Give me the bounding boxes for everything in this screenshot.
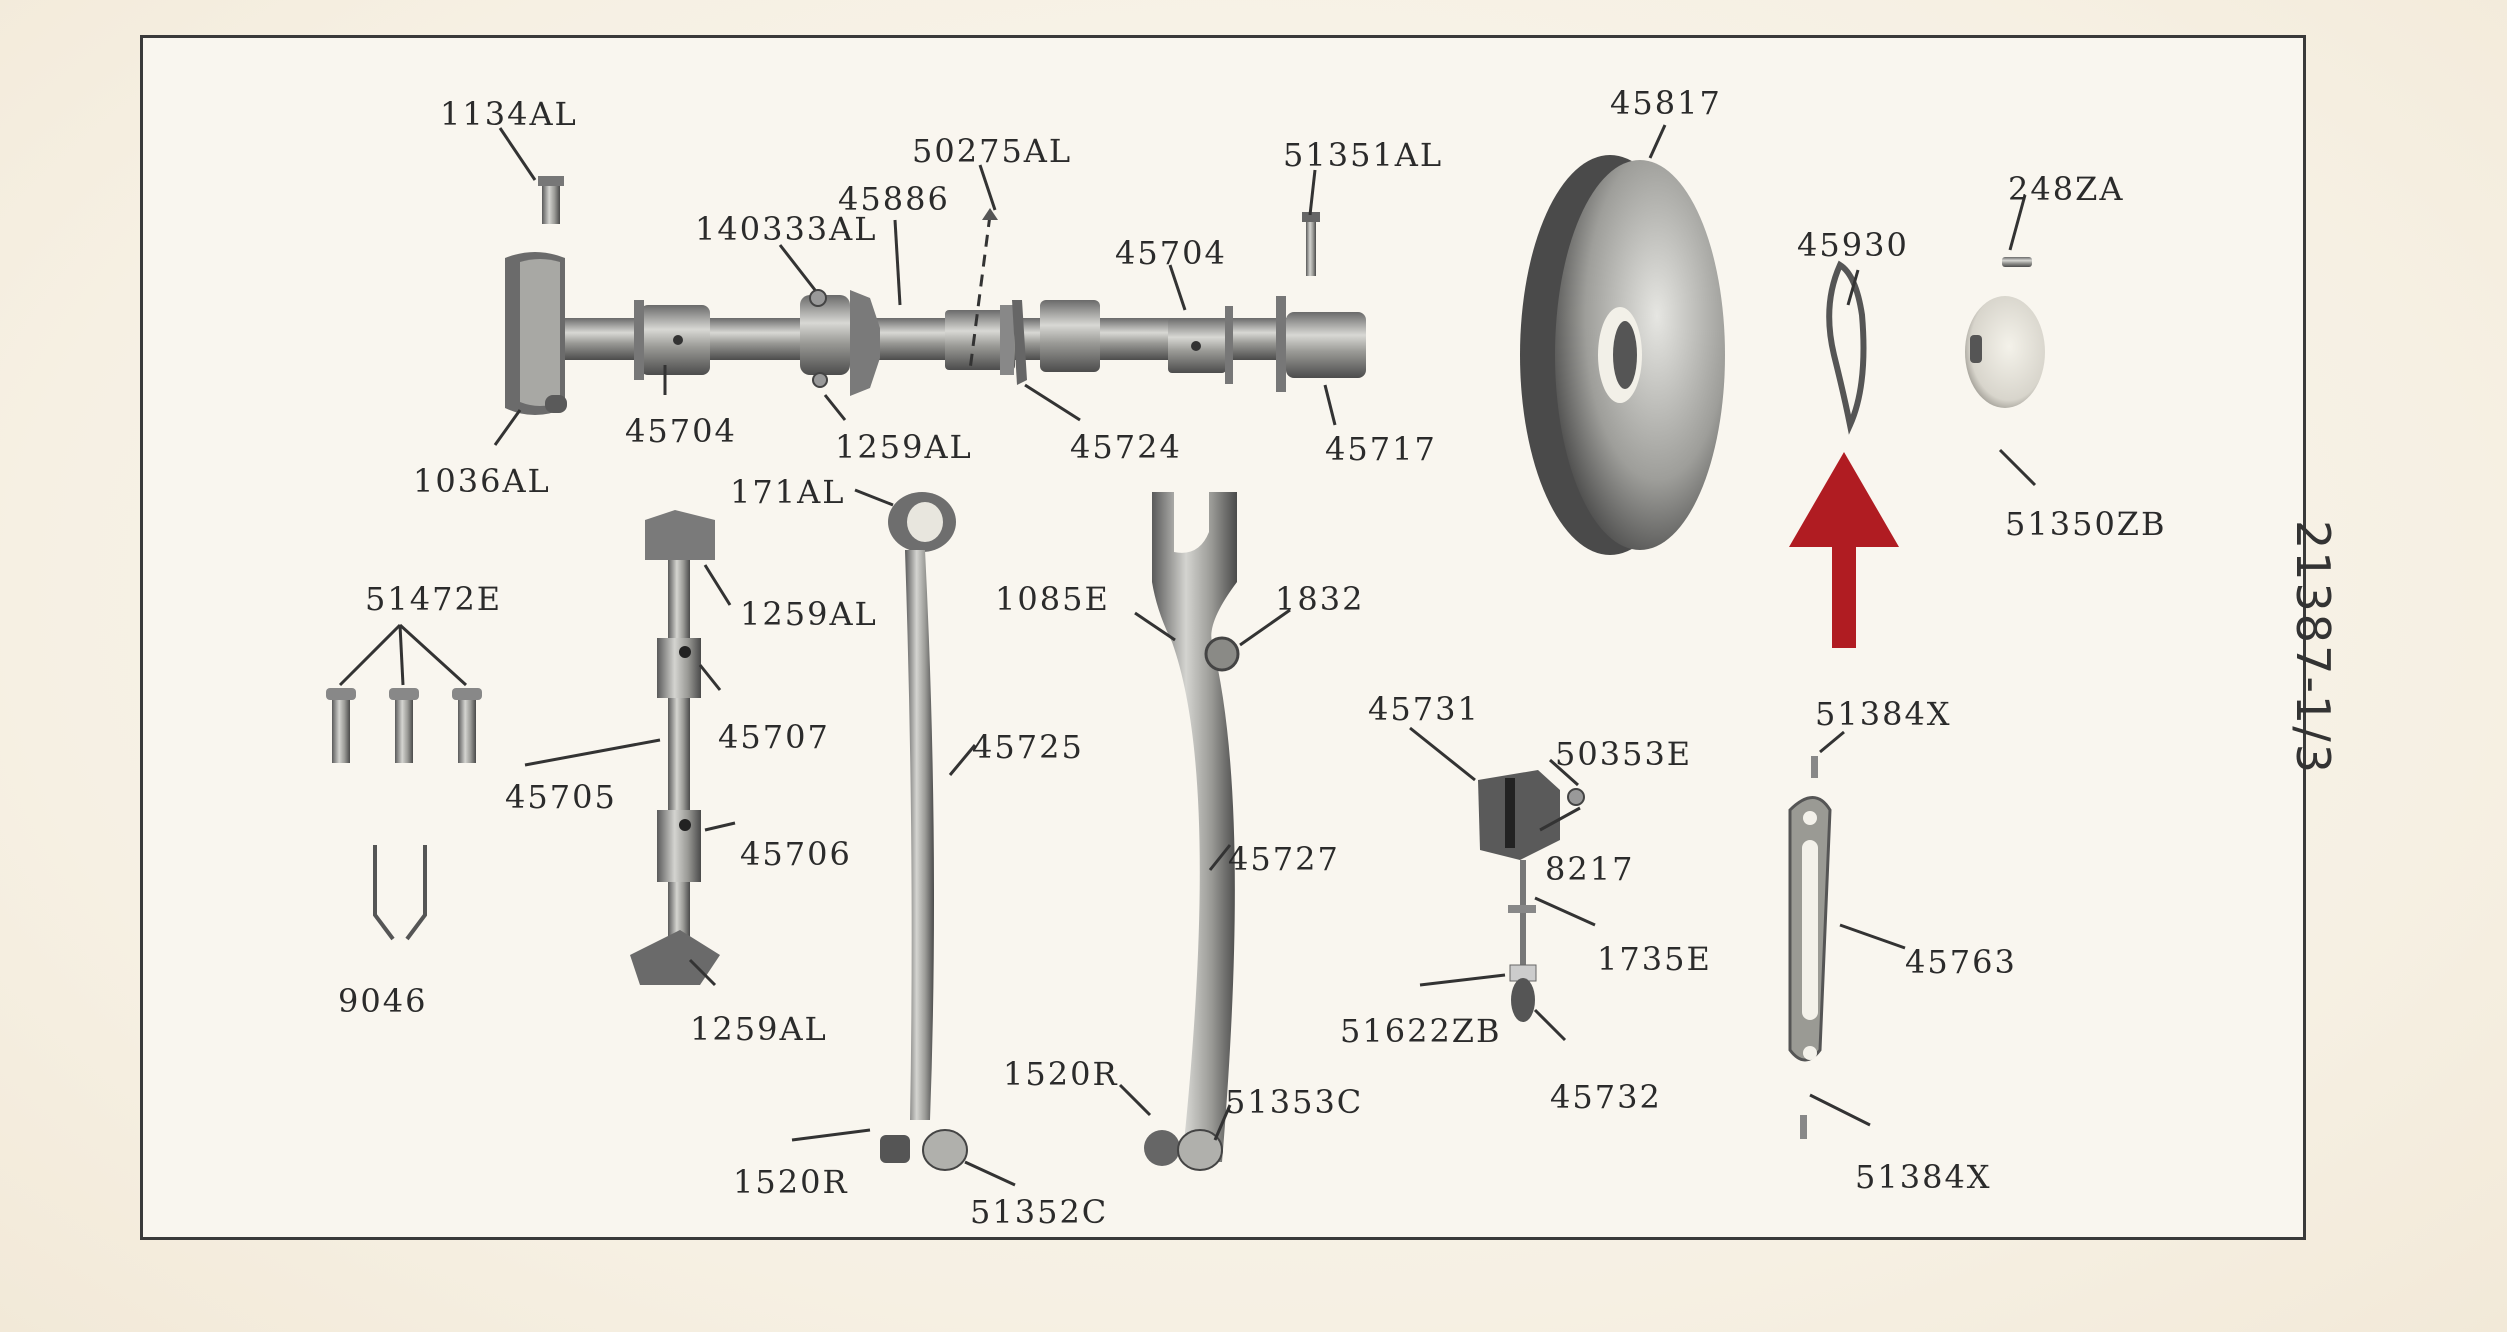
part-label-45706: 45706 (740, 835, 852, 873)
part-label-51472E: 51472E (365, 580, 503, 618)
guide-45731-assembly (1478, 770, 1585, 1022)
part-label-45732: 45732 (1550, 1078, 1662, 1116)
lever-45727 (1144, 492, 1240, 1171)
part-label-51384X-top: 51384X (1815, 695, 1952, 733)
part-label-45930: 45930 (1797, 226, 1909, 264)
part-label-8217: 8217 (1545, 850, 1635, 888)
part-label-1085E: 1085E (995, 580, 1110, 618)
part-label-45704-bottom: 45704 (625, 412, 737, 450)
needle-9046 (373, 845, 427, 941)
part-label-1735E: 1735E (1597, 940, 1712, 978)
screw-248ZA (2002, 257, 2032, 267)
part-label-45817: 45817 (1610, 84, 1722, 122)
part-label-1259AL-upper: 1259AL (740, 595, 878, 633)
main-shaft-assembly (505, 208, 1366, 415)
part-label-248ZA: 248ZA (2008, 170, 2125, 208)
leader-lines (338, 124, 2037, 1187)
plate-45763 (1788, 796, 1832, 1062)
part-label-45705: 45705 (505, 778, 617, 816)
part-label-45724: 45724 (1070, 428, 1182, 466)
part-label-51350ZB: 51350ZB (2005, 505, 2167, 543)
part-label-1832: 1832 (1275, 580, 1365, 618)
cap-51350ZB (1965, 296, 2045, 408)
screw-51384X-bottom (1800, 1115, 1807, 1139)
part-label-45707: 45707 (718, 718, 830, 756)
washer-45930 (1826, 260, 1867, 435)
part-label-45725: 45725 (972, 728, 1084, 766)
part-label-45727: 45727 (1228, 840, 1340, 878)
part-label-171AL: 171AL (730, 473, 846, 511)
vertical-shaft-45705 (630, 510, 720, 985)
part-label-1520R-rod: 1520R (733, 1163, 849, 1201)
screw-51351AL (1302, 212, 1320, 276)
part-label-140333AL: 140333AL (695, 210, 878, 248)
link-rod-45725 (880, 492, 968, 1171)
part-label-1259AL-lower: 1259AL (690, 1010, 828, 1048)
part-label-45763: 45763 (1905, 943, 2017, 981)
part-label-50275AL: 50275AL (912, 132, 1073, 170)
part-label-51352C: 51352C (970, 1193, 1109, 1231)
red-arrow-icon (1789, 452, 1899, 648)
part-label-1036AL: 1036AL (413, 462, 551, 500)
part-label-45704-top: 45704 (1115, 234, 1227, 272)
part-label-51384X-bottom: 51384X (1855, 1158, 1992, 1196)
part-label-1520R-lever: 1520R (1003, 1055, 1119, 1093)
part-label-50353E: 50353E (1555, 735, 1693, 773)
part-label-45886: 45886 (838, 180, 950, 218)
plate-number: 21387-1/3 (2286, 520, 2340, 775)
part-label-45731: 45731 (1368, 690, 1480, 728)
part-label-1259AL-shaft: 1259AL (835, 428, 973, 466)
screws-51472E (326, 688, 482, 763)
screw-1134AL (538, 176, 564, 224)
part-label-9046: 9046 (338, 982, 428, 1020)
pulley-45817 (1520, 155, 1725, 555)
part-label-45717: 45717 (1325, 430, 1437, 468)
part-label-51353C: 51353C (1225, 1083, 1364, 1121)
part-label-1134AL: 1134AL (440, 95, 578, 133)
part-label-51351AL: 51351AL (1283, 136, 1444, 174)
screw-51384X-top (1811, 756, 1818, 778)
part-label-51622ZB: 51622ZB (1340, 1012, 1502, 1050)
